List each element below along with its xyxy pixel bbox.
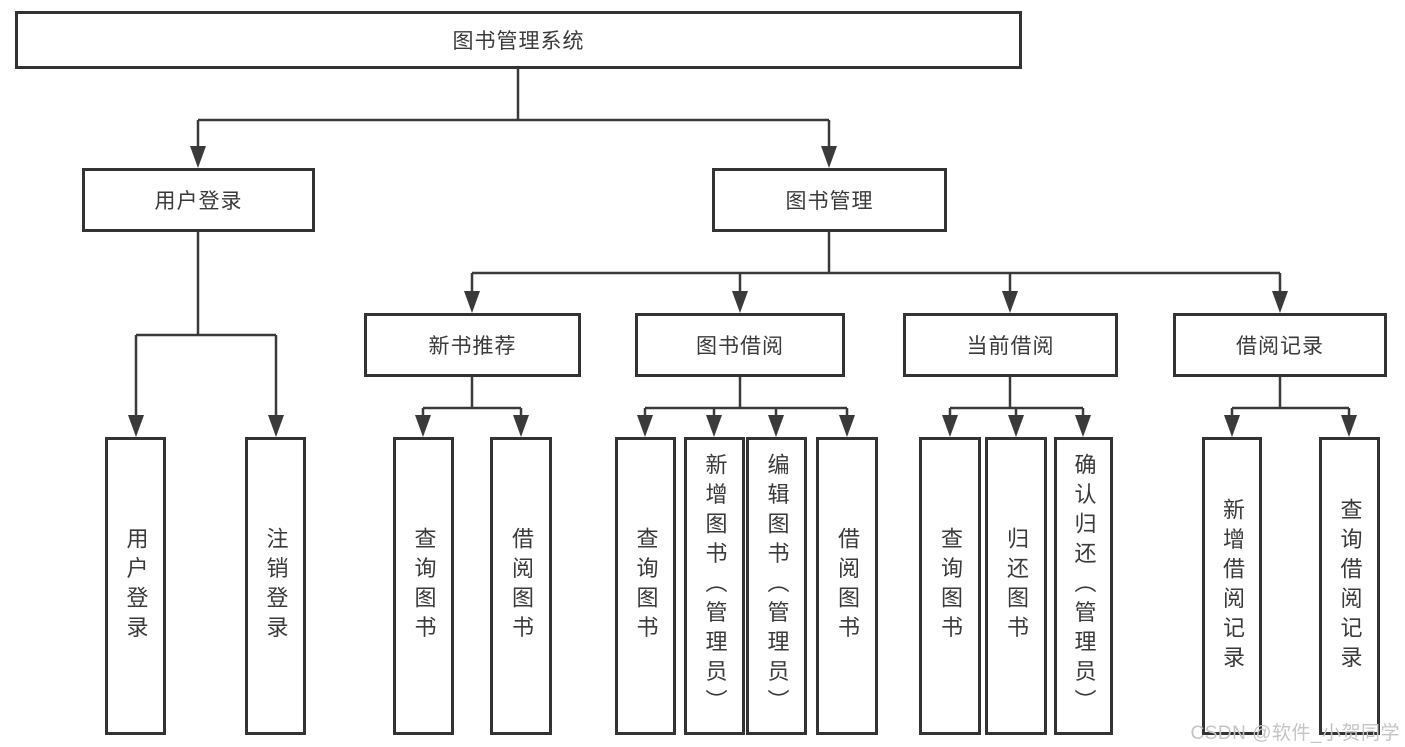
node-label: 借阅图书 <box>835 527 860 645</box>
arrowhead-down-icon <box>1272 291 1288 313</box>
node-label: 用户登录 <box>123 527 149 645</box>
connector-root-to-level2 <box>190 69 837 168</box>
node-label: 借阅图书 <box>509 527 534 645</box>
node-leaf-add-borrow-record: 新增借阅记录 <box>1202 437 1262 735</box>
node-label: 新增借阅记录 <box>1220 497 1245 675</box>
node-borrowing-records: 借阅记录 <box>1173 313 1387 377</box>
node-book-borrowing: 图书借阅 <box>635 313 845 377</box>
node-label: 查询图书 <box>633 527 659 645</box>
arrowhead-down-icon <box>415 415 431 437</box>
node-current-borrowing: 当前借阅 <box>903 313 1118 377</box>
connector-user-login-children <box>128 230 284 437</box>
arrowhead-down-icon <box>1075 415 1091 437</box>
watermark: CSDN @软件_小贺同学 <box>1190 723 1400 744</box>
arrowhead-down-icon <box>1341 415 1357 437</box>
arrowhead-down-icon <box>1008 415 1024 437</box>
arrowhead-down-icon <box>464 291 480 313</box>
connector-book-borrowing-children <box>637 375 855 437</box>
node-label: 用户登录 <box>154 190 243 213</box>
arrowhead-down-icon <box>190 146 206 168</box>
arrowhead-down-icon <box>637 415 653 437</box>
arrowhead-down-icon <box>128 415 144 437</box>
node-leaf-add-book-admin: 新增图书（管理员） <box>684 437 745 735</box>
arrowhead-down-icon <box>706 415 722 437</box>
node-leaf-query-borrow-record: 查询借阅记录 <box>1319 437 1380 735</box>
connector-book-management-children <box>464 230 1288 313</box>
connector-borrowing-records-children <box>1224 375 1357 437</box>
node-leaf-edit-book-admin: 编辑图书（管理员） <box>746 437 807 735</box>
node-leaf-logout: 注销登录 <box>245 437 306 735</box>
node-label: 借阅记录 <box>1236 335 1324 358</box>
node-leaf-user-login: 用户登录 <box>105 437 166 735</box>
node-label: 查询图书 <box>938 527 963 645</box>
node-leaf-return-book: 归还图书 <box>985 437 1047 735</box>
node-label: 归还图书 <box>1004 527 1029 645</box>
node-label: 确认归还（管理员） <box>1071 453 1097 719</box>
node-user-login: 用户登录 <box>82 168 315 232</box>
node-label: 新书推荐 <box>428 335 517 358</box>
arrowhead-down-icon <box>768 415 784 437</box>
node-library-management-system: 图书管理系统 <box>15 11 1022 69</box>
node-leaf-query-book-borrow: 查询图书 <box>615 437 676 735</box>
node-new-book-recommend: 新书推荐 <box>364 313 581 377</box>
node-label: 查询图书 <box>411 527 437 645</box>
arrowhead-down-icon <box>942 415 958 437</box>
node-leaf-query-book-recommend: 查询图书 <box>393 437 454 735</box>
node-label: 图书借阅 <box>696 335 784 358</box>
node-book-management: 图书管理 <box>712 168 947 232</box>
connector-current-borrowing-children <box>942 375 1091 437</box>
node-label: 新增图书（管理员） <box>702 453 728 719</box>
arrowhead-down-icon <box>821 146 837 168</box>
node-leaf-borrow-book-recommend: 借阅图书 <box>490 437 552 735</box>
arrowhead-down-icon <box>513 415 529 437</box>
arrowhead-down-icon <box>732 291 748 313</box>
node-leaf-confirm-return-admin: 确认归还（管理员） <box>1054 437 1113 735</box>
arrowhead-down-icon <box>1224 415 1240 437</box>
arrowhead-down-icon <box>1002 291 1018 313</box>
node-label: 编辑图书（管理员） <box>764 453 790 719</box>
node-label: 注销登录 <box>263 527 289 645</box>
node-label: 查询借阅记录 <box>1337 497 1363 675</box>
node-leaf-borrow-book: 借阅图书 <box>816 437 878 735</box>
arrowhead-down-icon <box>268 415 284 437</box>
node-label: 当前借阅 <box>966 335 1055 358</box>
connector-new-book-recommend-children <box>415 375 529 437</box>
node-leaf-query-book-current: 查询图书 <box>919 437 981 735</box>
node-label: 图书管理系统 <box>452 30 585 53</box>
node-label: 图书管理 <box>785 190 874 213</box>
arrowhead-down-icon <box>839 415 855 437</box>
